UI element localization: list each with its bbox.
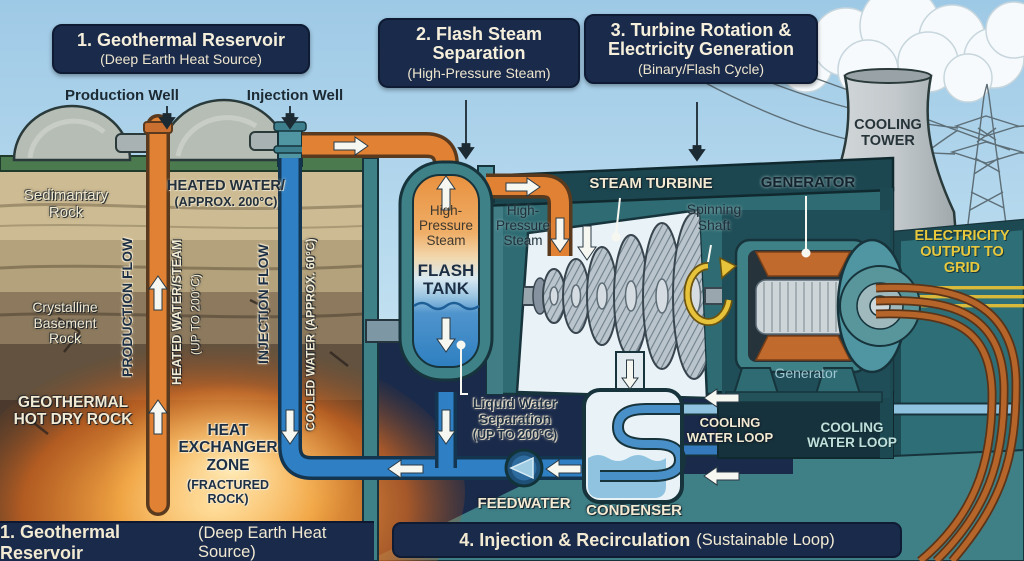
- callout-box-3: 3. Turbine Rotation & Electricity Genera…: [584, 14, 818, 84]
- banner-1-bold: 1. Geothermal Reservoir: [0, 522, 121, 561]
- flow-arrows: [148, 136, 740, 486]
- banner-bottom-right: 4. Injection & Recirculation (Sustainabl…: [392, 522, 902, 558]
- banner-4-bold: 4. Injection & Recirculation: [459, 529, 691, 550]
- surface-domes: [12, 98, 307, 167]
- banner-4-normal: (Sustainable Loop): [696, 530, 835, 549]
- underground-section: [0, 155, 465, 561]
- callout-1-title: 1. Geothermal Reservoir: [76, 30, 286, 50]
- callout-3-subtitle: (Binary/Flash Cycle): [637, 60, 765, 77]
- feedwater-pump: [504, 448, 544, 488]
- pointer-lines: [158, 100, 811, 395]
- power-cables: [875, 282, 1021, 561]
- callout-2-title: 2. Flash Steam Separation: [415, 24, 543, 64]
- banner-1-normal: (Deep Earth Heat Source): [198, 524, 327, 561]
- callout-box-1: 1. Geothermal Reservoir (Deep Earth Heat…: [52, 24, 310, 75]
- condenser-unit: [582, 351, 687, 504]
- spin-arrow: [683, 256, 738, 326]
- callout-2-subtitle: (High-Pressure Steam): [407, 64, 551, 81]
- banner-bottom-left: 1. Geothermal Reservoir (Deep Earth Heat…: [0, 521, 374, 561]
- pipes: [143, 114, 1016, 516]
- callout-3-title: 3. Turbine Rotation & Electricity Genera…: [607, 20, 795, 60]
- callout-1-subtitle: (Deep Earth Heat Source): [100, 51, 262, 68]
- flash-tank-vessel: [398, 160, 494, 382]
- callout-box-2: 2. Flash Steam Separation (High-Pressure…: [378, 18, 580, 88]
